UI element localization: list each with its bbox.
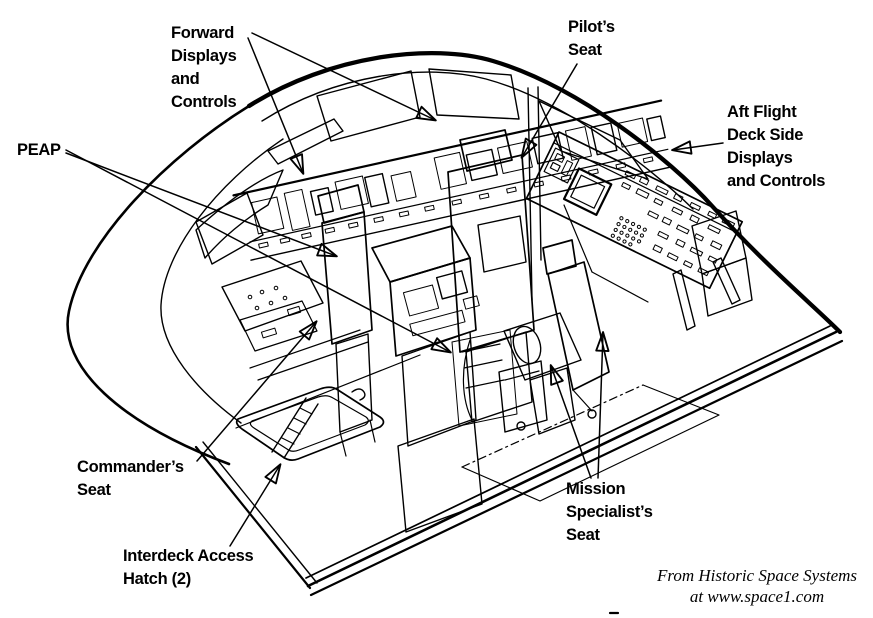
label-forward-displays-and-controls: Forward Displays and Controls bbox=[171, 24, 237, 111]
left-side-console bbox=[195, 192, 369, 381]
credit-text: From Historic Space Systems at www.space… bbox=[656, 566, 858, 606]
hull-outline bbox=[66, 50, 843, 466]
cockpit-windows bbox=[267, 68, 649, 180]
pilot-seat bbox=[447, 86, 542, 423]
peap-unit bbox=[451, 329, 548, 433]
label-peap: PEAP bbox=[17, 141, 61, 159]
label-pilot-seat: Pilot’s Seat bbox=[568, 18, 615, 59]
commander-seat bbox=[317, 184, 376, 457]
aft-side-panel bbox=[525, 131, 744, 331]
center-console bbox=[371, 225, 483, 533]
label-commander-seat: Commander’s Seat bbox=[77, 458, 184, 499]
label-interdeck-access-hatch: Interdeck Access Hatch (2) bbox=[123, 547, 254, 588]
label-aft-flight-deck-side-displays: Aft Flight Deck Side Displays and Contro… bbox=[727, 103, 826, 190]
interdeck-hatch-open bbox=[235, 386, 385, 461]
mission-specialist-seat bbox=[503, 239, 610, 435]
leader-lines bbox=[65, 32, 724, 615]
forward-instrument-panel bbox=[232, 99, 673, 261]
label-mission-specialist-seat: Mission Specialist’s Seat bbox=[566, 480, 653, 544]
interdeck-hatch-outline bbox=[461, 384, 720, 502]
floor-platform bbox=[194, 325, 844, 597]
right-console-boxes bbox=[691, 210, 753, 317]
